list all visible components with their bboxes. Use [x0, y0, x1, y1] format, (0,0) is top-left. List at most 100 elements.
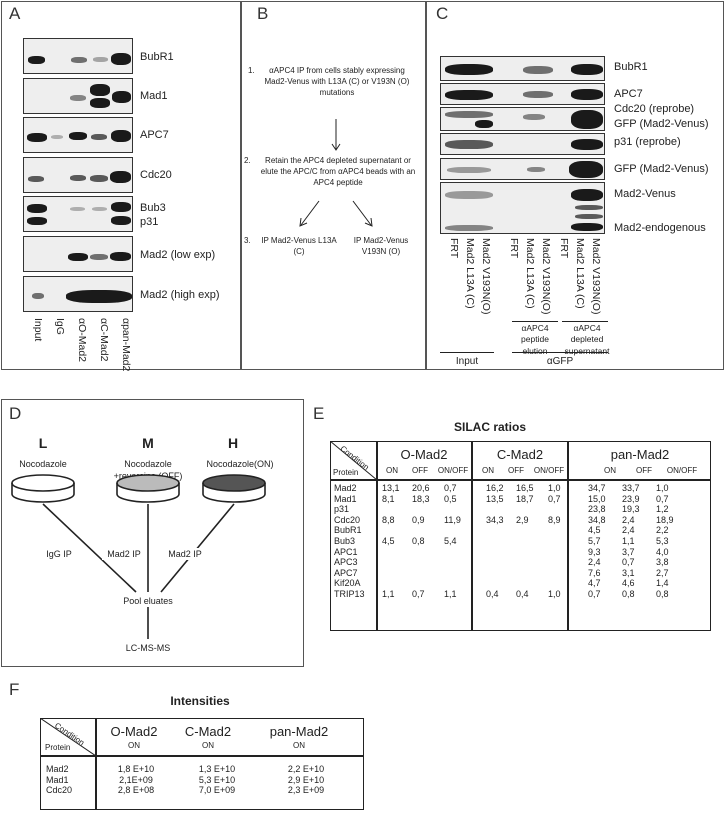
blot-a-apc7	[23, 117, 133, 153]
step3-right: IP Mad2-Venus V193N (O)	[353, 236, 409, 256]
silac-value	[380, 504, 410, 515]
silac-value: 20,6	[412, 483, 430, 493]
condition-letter-m: M	[142, 435, 154, 451]
label-a-mad2-high: Mad2 (high exp)	[140, 289, 220, 301]
group-line-elution	[512, 321, 558, 322]
blot-a-bub3-p31	[23, 196, 133, 232]
dishes-and-lines	[11, 474, 266, 639]
protein-name: BubR1	[334, 525, 362, 536]
protein-name: Cdc20	[46, 785, 73, 796]
silac-value: 9,3	[588, 546, 601, 557]
silac-value	[514, 504, 546, 515]
silac-value: 3,8	[656, 557, 669, 568]
intensity-value: 1,3 E+10	[198, 764, 236, 774]
blot-a-mad2-low	[23, 236, 133, 272]
ip-label-igg: IgG IP	[36, 548, 82, 561]
intensities-corner-protein: Protein	[45, 743, 71, 752]
intensities-group-pan: pan-Mad2	[269, 724, 329, 739]
silac-value	[484, 536, 514, 547]
intensity-value: 7,0 E+09	[198, 785, 236, 796]
blot-c-cdc20-gfp	[440, 107, 605, 131]
silac-value: 2,2	[656, 525, 669, 536]
silac-value: 0,7	[444, 483, 457, 493]
silac-value: 18,3	[412, 493, 430, 504]
label-c-p31: p31 (reprobe)	[614, 136, 681, 148]
silac-value	[546, 525, 586, 536]
silac-value	[380, 578, 410, 589]
group-line-gfp	[512, 352, 608, 353]
silac-value: 33,7	[622, 483, 640, 493]
protein-name: APC1	[334, 546, 358, 557]
lane-a-o-mad2: αO-Mad2	[76, 318, 88, 362]
silac-value	[442, 547, 484, 558]
silac-value: 2,4	[622, 525, 635, 536]
protein-name: TRIP13	[334, 588, 365, 599]
group-line-depleted	[562, 321, 608, 322]
silac-group-o: O-Mad2	[400, 447, 448, 462]
silac-value: 3,1	[622, 567, 635, 578]
silac-value	[514, 568, 546, 579]
silac-value	[546, 536, 586, 547]
silac-value	[442, 525, 484, 536]
intensities-header-line	[40, 755, 364, 757]
silac-value	[442, 504, 484, 515]
silac-value: 1,1	[622, 535, 635, 546]
panel-label-f: F	[9, 680, 20, 699]
silac-value: 4,6	[622, 578, 635, 589]
silac-value	[514, 547, 546, 558]
pool-eluates: Pool eluates	[108, 595, 188, 608]
panel-label-c: C	[436, 4, 449, 23]
label-a-mad1: Mad1	[140, 90, 168, 102]
silac-value	[442, 568, 484, 579]
blot-a-cdc20	[23, 157, 133, 193]
label-c-mad2-endogenous: Mad2-endogenous	[614, 222, 706, 234]
workflow-arrows	[299, 119, 373, 227]
silac-value: 1,1	[382, 588, 395, 599]
blot-c-bubr1	[440, 56, 605, 81]
label-a-apc7: APC7	[140, 129, 169, 141]
silac-value: 15,0	[588, 493, 606, 504]
panel-b	[241, 1, 426, 370]
silac-value: 7,6	[588, 567, 601, 578]
silac-value	[484, 525, 514, 536]
lane-a-input: Input	[32, 318, 44, 342]
silac-sep-1	[376, 441, 378, 631]
label-a-cdc20: Cdc20	[140, 169, 172, 181]
silac-table-frame	[330, 441, 711, 631]
lc-ms-ms: LC-MS-MS	[125, 643, 171, 653]
silac-value: 0,8	[412, 535, 425, 546]
silac-sub-3: ON	[482, 466, 494, 475]
silac-value	[410, 525, 442, 536]
silac-value: 19,3	[622, 504, 640, 515]
label-c-bubr1: BubR1	[614, 61, 648, 73]
intensity-value: 2,9 E+10	[287, 774, 325, 785]
silac-value: 16,5	[516, 483, 534, 493]
silac-header-line	[330, 479, 711, 481]
silac-value	[410, 547, 442, 558]
protein-name: Cdc20	[334, 514, 361, 525]
intensities-sub-0: ON	[128, 741, 140, 750]
step2-number: 2.	[244, 156, 251, 165]
lane-c-v193n-3: Mad2 V193N(O)	[590, 238, 602, 315]
lane-c-frt-1: FRT	[448, 238, 460, 259]
silac-value	[546, 578, 586, 589]
silac-sub-0: ON	[386, 466, 398, 475]
silac-value: 13,5	[486, 493, 504, 504]
intensities-title: Intensities	[170, 694, 230, 708]
ip-label-mad2-h: Mad2 IP	[163, 548, 207, 561]
label-a-bubr1: BubR1	[140, 51, 174, 63]
step3-number: 3.	[244, 236, 251, 245]
blot-c-p31	[440, 133, 605, 155]
silac-value: 34,7	[588, 483, 606, 493]
